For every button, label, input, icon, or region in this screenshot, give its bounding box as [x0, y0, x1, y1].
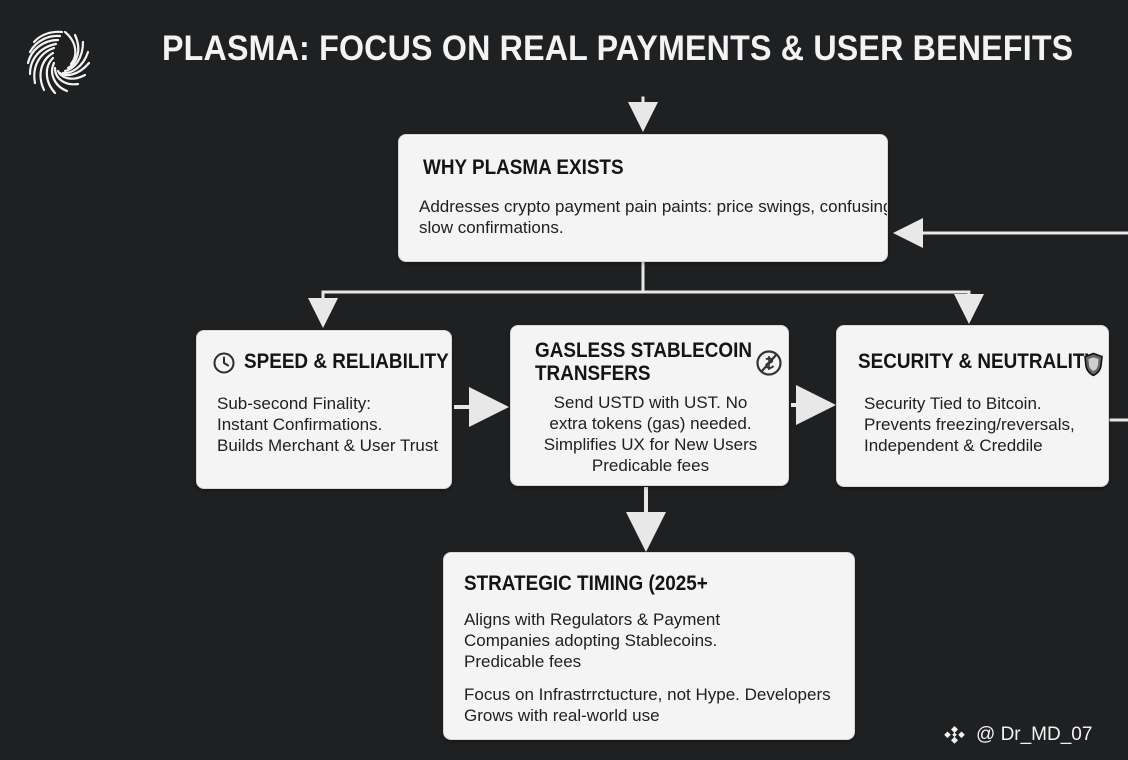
strategic-timing-line: Focus on Infrastrrctucture, not Hype. De… — [464, 685, 831, 704]
security-neutrality-line: Security Tied to Bitcoin. — [864, 394, 1042, 413]
binance-diamond-icon — [944, 726, 965, 744]
security-neutrality-card: SECURITY & NEUTRALITY Security Tied to B… — [836, 325, 1109, 487]
gasless-transfers-card: GASLESS STABLECOIN TRANSFERS Send USTD w… — [510, 325, 789, 486]
strategic-timing-line: Predicable fees — [464, 652, 582, 671]
speed-reliability-line: Instant Confirmations. — [217, 415, 383, 434]
line-branch-to-speed — [308, 290, 645, 328]
strategic-timing-card: STRATEGIC TIMING (2025+ Aligns with Regu… — [443, 552, 855, 740]
watermark-handle: @ Dr_MD_07 — [976, 724, 1093, 745]
gasless-transfer-line: extra tokens (gas) needed. — [549, 414, 752, 433]
shield-icon — [1084, 352, 1103, 377]
gasless-transfer-line: Send USTD with UST. No — [553, 393, 748, 412]
gasless-transfers-description: Send USTD with UST. No extra tokens (gas… — [511, 392, 788, 476]
line-why-to-branches — [641, 260, 984, 324]
text-spacer — [464, 672, 831, 684]
speed-reliability-card: SPEED & RELIABILITY Sub-second Finality:… — [196, 330, 452, 489]
why-plasma-line: slow confirmations. — [419, 218, 564, 237]
strategic-timing-line: Aligns with Regulators & Payment — [464, 610, 721, 629]
why-plasma-card: WHY PLASMA EXISTS Addresses crypto payme… — [398, 134, 888, 262]
gasless-title-line: TRANSFERS — [535, 362, 651, 385]
security-neutrality-line: Prevents freezing/reversals, — [864, 415, 1075, 434]
gasless-transfer-line: Predicable fees — [591, 456, 710, 475]
gasless-title-line: GASLESS STABLECOIN — [535, 339, 753, 362]
no-gas-icon — [756, 350, 782, 376]
security-neutrality-line: Independent & Creddile — [864, 436, 1043, 455]
strategic-timing-title: STRATEGIC TIMING (2025+ — [464, 572, 708, 595]
gasless-transfer-line: Simplifies UX for New Users — [543, 435, 758, 454]
radial-burst-logo — [26, 30, 91, 95]
speed-reliability-title: SPEED & RELIABILITY — [244, 350, 449, 373]
why-plasma-title: WHY PLASMA EXISTS — [423, 156, 624, 179]
why-plasma-line: Addresses crypto payment pain paints: pr… — [419, 197, 888, 216]
speed-reliability-line: Sub-second Finality: — [217, 394, 372, 413]
page-title: PLASMA: FOCUS ON REAL PAYMENTS & USER BE… — [162, 29, 1074, 68]
strategic-timing-line: Companies adopting Stablecoins. — [464, 631, 718, 650]
why-plasma-description: Addresses crypto payment pain paints: pr… — [419, 196, 888, 238]
speed-reliability-line: Builds Merchant & User Trust — [217, 436, 439, 455]
security-neutrality-description: Security Tied to Bitcoin. Prevents freez… — [864, 393, 1075, 456]
speed-reliability-description: Sub-second Finality: Instant Confirmatio… — [217, 393, 438, 456]
security-neutrality-title: SECURITY & NEUTRALITY — [858, 350, 1098, 373]
strategic-timing-line: Grows with real-world use — [464, 706, 660, 725]
gasless-transfers-title: GASLESS STABLECOIN TRANSFERS — [535, 339, 752, 385]
strategic-timing-description: Aligns with Regulators & Payment Compani… — [464, 609, 831, 726]
clock-icon — [213, 352, 235, 374]
